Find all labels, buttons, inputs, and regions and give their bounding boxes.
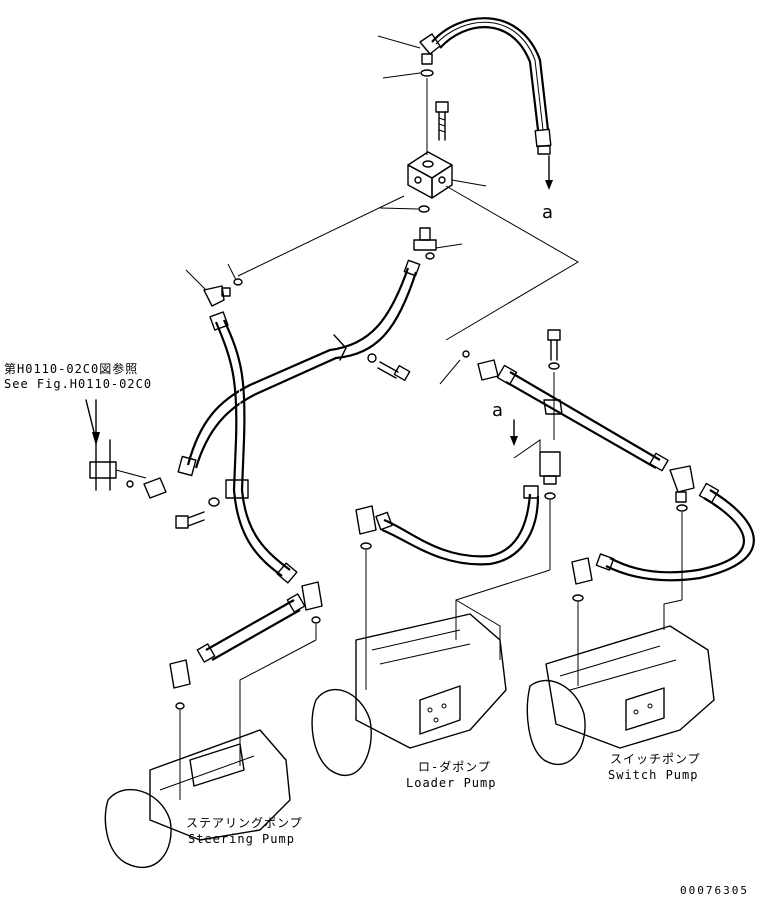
loader-elbow <box>355 505 377 550</box>
loader-pump-body <box>311 599 507 777</box>
connector-mark-a-top: a <box>542 202 554 223</box>
reference-fitting <box>85 399 167 499</box>
leader-line <box>439 359 461 385</box>
hose-left-vertical <box>209 311 298 584</box>
leader-line <box>379 207 419 210</box>
clamp-bolt <box>377 361 411 382</box>
right-elbow <box>669 465 695 512</box>
right-hose <box>496 364 669 472</box>
manifold-block <box>407 151 453 199</box>
long-hose-left <box>177 259 421 477</box>
loader-pump-label-jp: ロ-ダポンプ <box>418 760 491 774</box>
switch-pump-body <box>526 625 715 766</box>
o-ring <box>418 205 430 213</box>
leader-line <box>185 269 207 291</box>
hose-clamp-3 <box>543 399 563 415</box>
arrow-a-mid <box>510 419 541 462</box>
steering-pump-label-jp: ステアリングポンプ <box>186 816 303 830</box>
tee-fitting <box>413 227 437 260</box>
leader-line <box>451 179 487 187</box>
arrow-a-top <box>545 155 553 190</box>
switch-pump-label-en: Switch Pump <box>608 768 699 782</box>
switch-elbow <box>571 557 593 602</box>
drawing-number: 00076305 <box>680 884 749 897</box>
bolt-lower-left <box>175 511 205 529</box>
hose-clamp-2 <box>208 479 249 507</box>
leader-line <box>382 72 421 79</box>
steering-pump-body <box>104 729 291 869</box>
routing-line <box>445 185 579 341</box>
leader-line <box>227 263 237 281</box>
steering-hose <box>196 593 306 663</box>
connector-mark-a-mid: a <box>492 400 504 421</box>
loader-top-fitting <box>539 451 561 500</box>
top-elbow-fitting <box>419 33 441 77</box>
loader-hose <box>375 485 540 566</box>
reference-label-jp: 第H0110-02C0図参照 <box>4 362 139 376</box>
loader-pump-label-en: Loader Pump <box>406 776 497 790</box>
switch-pump-label-jp: スイッチポンプ <box>610 752 701 766</box>
top-hose <box>431 17 552 155</box>
switch-hose <box>595 482 755 582</box>
o-ring <box>233 278 243 286</box>
reference-label-en: See Fig.H0110-02C0 <box>4 377 153 391</box>
left-elbow <box>203 285 231 307</box>
connection-lines <box>179 500 683 800</box>
block-bolt <box>435 101 449 141</box>
mid-fitting <box>462 350 499 381</box>
bolt-right <box>547 329 561 370</box>
steering-pump-label-en: Steering Pump <box>188 832 295 846</box>
steering-elbow <box>169 581 323 710</box>
leader-line <box>435 243 463 249</box>
routing-line <box>237 195 405 277</box>
hose-clamp <box>333 334 377 363</box>
leader-line <box>377 35 421 49</box>
